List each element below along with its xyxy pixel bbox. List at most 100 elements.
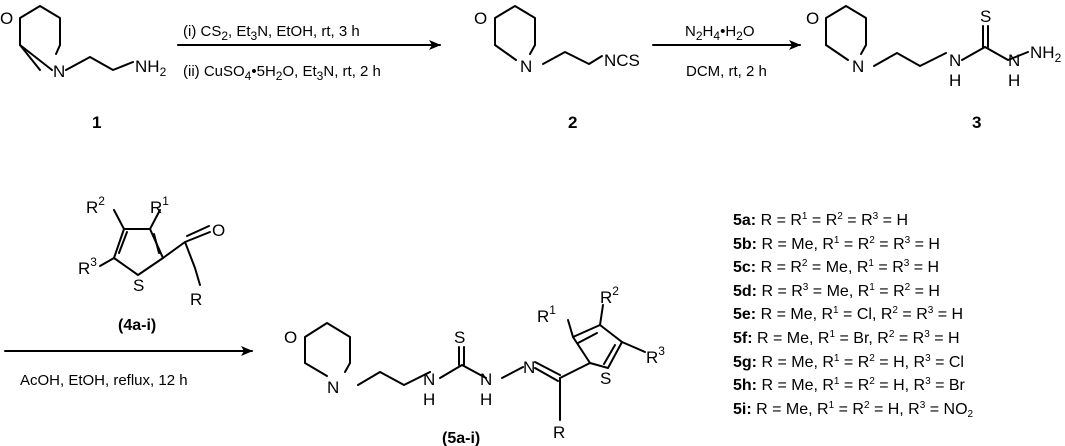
thioamide-hydrogen: H [949, 71, 961, 90]
legend-row: 5b: R = Me, R1 = R2 = R3 = H [733, 233, 973, 257]
legend-row: 5d: R = R3 = Me, R1 = R2 = H [733, 280, 973, 304]
legend-text: = R [897, 306, 928, 324]
legend-text: R = Me, R [757, 377, 834, 395]
morpholine-oxygen: O [806, 9, 819, 28]
morpholine-oxygen: O [0, 9, 13, 28]
legend-text: 2 [904, 281, 911, 293]
thioamide-hydrogen: H [423, 390, 435, 409]
thiophene-sulfur: S [133, 276, 144, 295]
legend-compound-id: 5h: [733, 377, 757, 395]
legend-compound-id: 5g: [733, 353, 757, 371]
legend-text: = R [874, 282, 905, 300]
morpholine-nitrogen: N [53, 62, 65, 81]
legend-text: R = Me, R [757, 235, 834, 253]
step-1-conditions-line-2: (ii) CuSO4•5H2O, Et3N, rt, 2 h [183, 63, 381, 83]
compound-4-label: (4a-i) [118, 317, 156, 334]
substituent-r3: R3 [646, 344, 665, 367]
compound-5-label: (5a-i) [442, 430, 480, 446]
legend-compound-id: 5b: [733, 235, 757, 253]
legend-text: 3 [927, 305, 934, 317]
legend-text: = H [910, 282, 940, 300]
legend-text: = Cl [930, 353, 964, 371]
legend-text: 1 [833, 234, 840, 246]
step-2-conditions-line-2: DCM, rt, 2 h [686, 63, 767, 80]
legend-text: 3 [919, 399, 926, 411]
hydrazone-nh-hydrogen: H [480, 390, 492, 409]
legend-compound-id: 5c: [733, 259, 757, 277]
terminal-amine: NH2 [1030, 43, 1062, 65]
legend-text: R = R [756, 259, 802, 277]
legend-text: 3 [924, 328, 930, 340]
legend-text: 2 [888, 328, 895, 340]
legend-text: = Cl, R [838, 306, 893, 324]
legend-row: 5h: R = Me, R1 = R2 = H, R3 = Br [733, 374, 973, 398]
legend-text: 3 [925, 352, 931, 364]
thiophene-sulfur: S [600, 369, 611, 388]
legend-text: 1 [868, 258, 874, 270]
legend-text: 3 [925, 376, 931, 388]
legend-text: 1 [833, 305, 839, 317]
legend-text: = R [839, 235, 870, 253]
legend-text: = Br, R [835, 329, 889, 347]
legend-row: 5f: R = Me, R1 = Br, R2 = R3 = H [733, 327, 973, 351]
morpholine-nitrogen: N [327, 378, 339, 397]
hydrazone-nh-nitrogen: N [480, 370, 492, 389]
legend-text: = H [878, 212, 908, 229]
amine-group: NH2 [135, 57, 167, 79]
legend-text: = NO [925, 400, 968, 418]
legend-text: = R [894, 329, 925, 347]
thione-sulfur: S [454, 328, 465, 347]
legend-text: = R [839, 377, 870, 395]
legend-text: = Br [930, 377, 965, 395]
substituent-r3: R3 [78, 255, 97, 278]
substituent-r2: R2 [600, 284, 619, 307]
legend-text: 1 [828, 399, 835, 411]
hydrazine-nitrogen: N [1008, 51, 1020, 70]
legend-text: = H [929, 329, 960, 347]
legend-row: 5e: R = Me, R1 = Cl, R2 = R3 = H [733, 303, 973, 327]
legend-text: = H [933, 306, 964, 324]
imine-nitrogen: N [523, 358, 535, 377]
substituent-r: R [553, 423, 565, 442]
thioamide-nitrogen: N [423, 370, 435, 389]
legend-text: = R [839, 353, 870, 371]
legend-text: 2 [892, 305, 898, 317]
legend-row: 5g: R = Me, R1 = R2 = H, R3 = Cl [733, 351, 973, 375]
legend-text: 3 [802, 281, 809, 293]
legend-text: 2 [837, 211, 843, 222]
compound-4: R2 R1 R3 S O R (4a-i) [78, 194, 225, 334]
legend-text: R = Me, R [751, 400, 829, 418]
legend-compound-id: 5a: [733, 212, 757, 229]
carbonyl-oxygen: O [212, 221, 225, 240]
legend-row: 5c: R = R2 = Me, R1 = R3 = H [733, 256, 973, 280]
morpholine-nitrogen: N [520, 57, 532, 76]
morpholine-nitrogen: N [852, 57, 864, 76]
legend-text: 1 [829, 328, 836, 340]
substituent-r: R [190, 290, 202, 309]
legend-compound-id: 5f: [733, 329, 753, 347]
legend-text: = R [834, 400, 864, 418]
legend-text: 2 [801, 258, 808, 270]
morpholine-oxygen: O [474, 9, 487, 28]
legend-text: R = Me, R [752, 329, 830, 347]
legend-row: 5i: R = Me, R1 = R2 = H, R3 = NO2 [733, 398, 973, 422]
legend-text: = H, R [874, 353, 926, 371]
compound-2-label: 2 [568, 113, 577, 132]
step-1-conditions-line-1: (i) CS2, Et3N, EtOH, rt, 3 h [183, 23, 360, 43]
substituent-r1: R1 [537, 303, 556, 326]
legend-text: = H, R [874, 377, 926, 395]
legend-text: 2 [869, 234, 875, 246]
legend-text: 2 [863, 399, 870, 411]
legend-compound-id: 5d: [733, 282, 757, 300]
legend-text: 1 [801, 211, 808, 222]
compound-1: O N NH2 1 [0, 5, 167, 132]
compound-3-label: 3 [972, 113, 981, 132]
legend-text: 1 [833, 352, 840, 364]
step-2-conditions-line-1: N2H4•H2O [685, 23, 755, 43]
legend-text: 1 [833, 376, 840, 388]
legend-text: = H, R [869, 400, 920, 418]
compound-2: O N NCS 2 [474, 5, 640, 132]
thioamide-nitrogen: N [949, 51, 961, 70]
legend-text: = R [874, 235, 905, 253]
